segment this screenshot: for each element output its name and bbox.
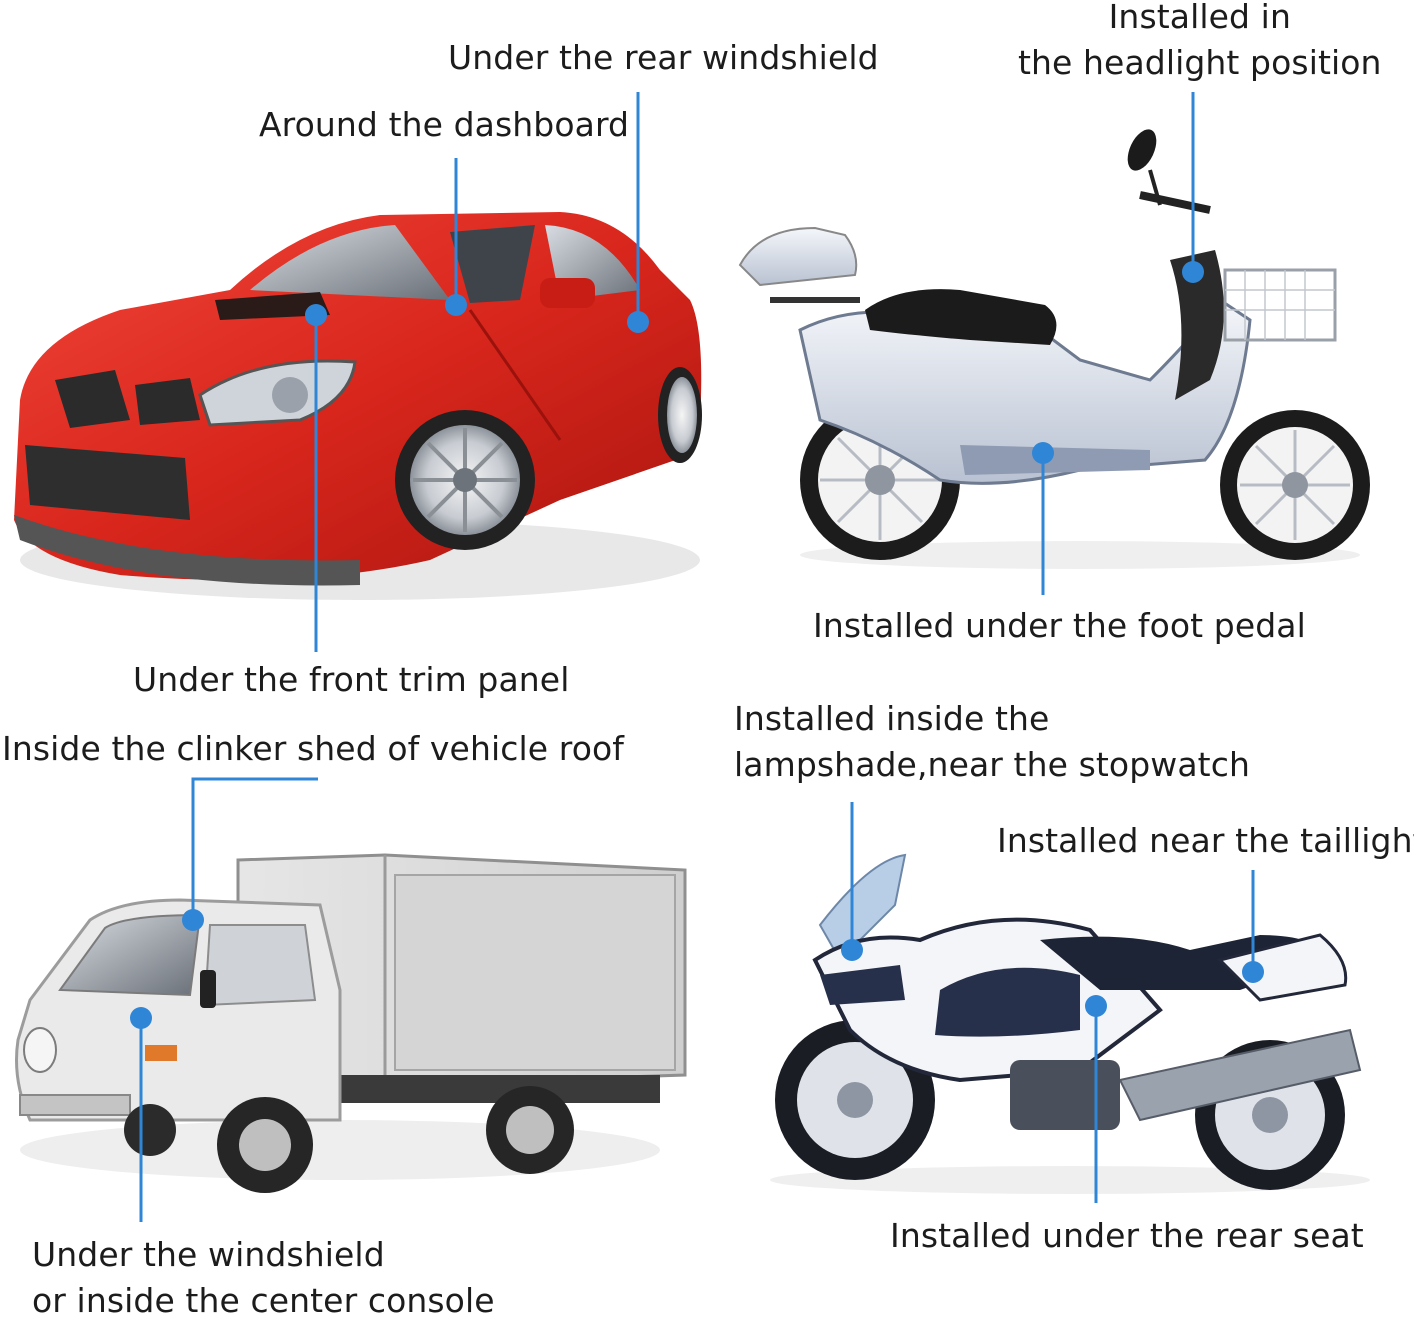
- label-line: Installed in: [1108, 0, 1291, 36]
- sport-motorcycle-icon: [770, 853, 1370, 1194]
- label-taillights: Installed near the taillights: [997, 821, 1414, 860]
- label-front-trim-panel: Under the front trim panel: [133, 660, 570, 699]
- label-rear-seat: Installed under the rear seat: [890, 1216, 1364, 1255]
- label-rear-windshield: Under the rear windshield: [448, 38, 879, 77]
- label-roof-shed: Inside the clinker shed of vehicle roof: [2, 729, 624, 768]
- label-line: lampshade,near the stopwatch: [734, 745, 1250, 784]
- callout-lines: [139, 92, 1255, 1222]
- callout-dots: [130, 261, 1264, 1029]
- label-line: or inside the center console: [32, 1281, 495, 1320]
- sedan-car-icon: [14, 212, 702, 600]
- label-dashboard: Around the dashboard: [259, 105, 630, 144]
- label-line: the headlight position: [1018, 43, 1382, 82]
- label-windshield-console: Under the windshield or inside the cente…: [32, 1232, 495, 1324]
- label-foot-pedal: Installed under the foot pedal: [813, 606, 1306, 645]
- electric-scooter-icon: [738, 129, 1370, 569]
- label-line: Installed inside the: [734, 699, 1050, 738]
- label-line: Under the windshield: [32, 1235, 385, 1274]
- label-lampshade: Installed inside the lampshade,near the …: [734, 696, 1250, 788]
- label-headlight-position: Installed in the headlight position: [1018, 0, 1382, 86]
- box-truck-icon: [15, 853, 687, 1193]
